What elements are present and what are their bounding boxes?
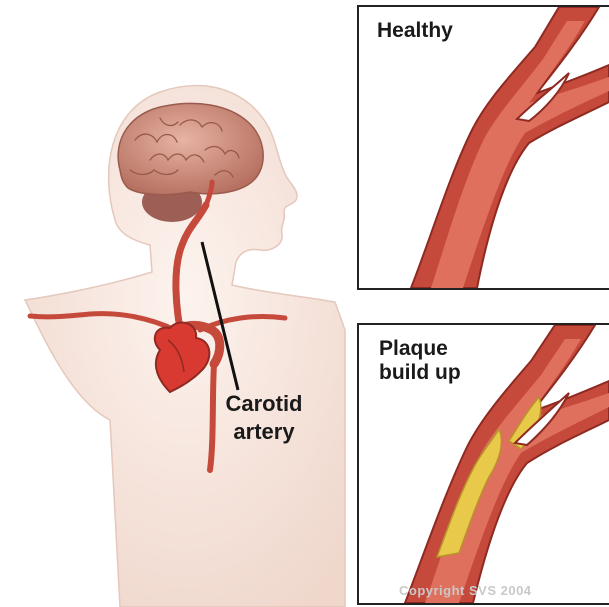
brain (118, 103, 263, 194)
healthy-artery-drawing (359, 7, 609, 288)
plaque-artery-panel: Plaque build up Copyright SVS 2004 (357, 323, 609, 605)
carotid-artery-label-line1: Carotid (205, 390, 323, 418)
human-anatomy-illustration (0, 0, 360, 607)
panel-label-plaque-line2: build up (379, 361, 461, 385)
healthy-artery-panel: Healthy (357, 5, 609, 290)
panel-label-plaque: Plaque build up (379, 337, 461, 385)
carotid-artery-label-line2: artery (205, 418, 323, 446)
panel-label-plaque-line1: Plaque (379, 337, 461, 361)
carotid-artery-label: Carotid artery (205, 390, 323, 446)
copyright-watermark: Copyright SVS 2004 (399, 583, 532, 598)
panel-label-healthy: Healthy (377, 19, 453, 43)
